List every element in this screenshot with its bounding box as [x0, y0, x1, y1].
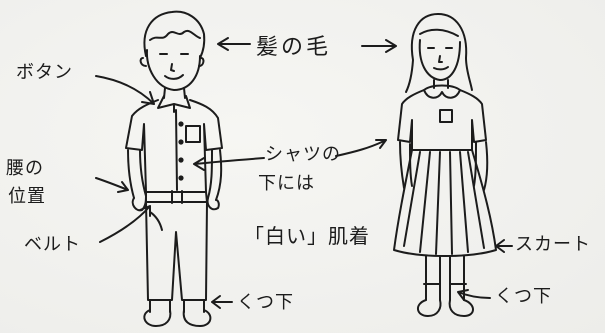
shirt-button [178, 121, 184, 127]
shirt-button [178, 139, 184, 145]
boy-socks [149, 299, 205, 313]
label-skirt: スカート [515, 234, 591, 255]
girl-dress-top [397, 89, 487, 151]
boy-hair [143, 10, 206, 59]
boy-belt [145, 190, 208, 204]
label-undershirt-line1: シャツの [265, 144, 341, 165]
arrow-button [95, 75, 155, 105]
label-socks-boy: くつ下 [237, 292, 294, 313]
label-belt: ベルト [24, 234, 81, 255]
girl-figure [393, 13, 497, 317]
label-waist-line1: 腰の [6, 158, 44, 179]
girl-pocket [439, 109, 453, 123]
label-waist-line2: 位置 [8, 186, 46, 207]
boy-shirt [125, 99, 223, 193]
girl-face [418, 39, 461, 81]
label-undershirt-line3: 「白い」肌着 [244, 224, 370, 248]
arrow-belt [99, 205, 151, 243]
girl-collar [423, 84, 461, 99]
boy-face [145, 49, 201, 91]
arrow-hair-right [361, 39, 397, 53]
arrow-socks-girl [457, 289, 491, 301]
arrow-waist [95, 177, 129, 193]
girl-shoes [417, 299, 474, 317]
arrow-undershirt-girl [335, 139, 387, 157]
annotation-arrows [95, 37, 513, 309]
shirt-button [178, 157, 184, 163]
arrow-undershirt-boy [193, 157, 265, 171]
label-socks-girl: くつ下 [495, 286, 552, 307]
arrow-socks-boy [211, 295, 233, 309]
arrow-skirt [495, 239, 513, 253]
arrow-hair-left [217, 37, 251, 51]
boy-shoes [143, 309, 212, 327]
boy-pants [145, 201, 208, 301]
boy-figure [125, 10, 223, 327]
boy-collar [157, 95, 191, 113]
girl-socks [423, 283, 467, 301]
girl-hair [405, 13, 473, 93]
label-hair: 髪の毛 [256, 35, 332, 60]
shirt-pocket [185, 125, 201, 143]
shirt-button [178, 175, 184, 181]
girl-skirt [393, 149, 497, 257]
label-undershirt-line2: 下には [258, 173, 315, 194]
label-button: ボタン [16, 62, 73, 83]
